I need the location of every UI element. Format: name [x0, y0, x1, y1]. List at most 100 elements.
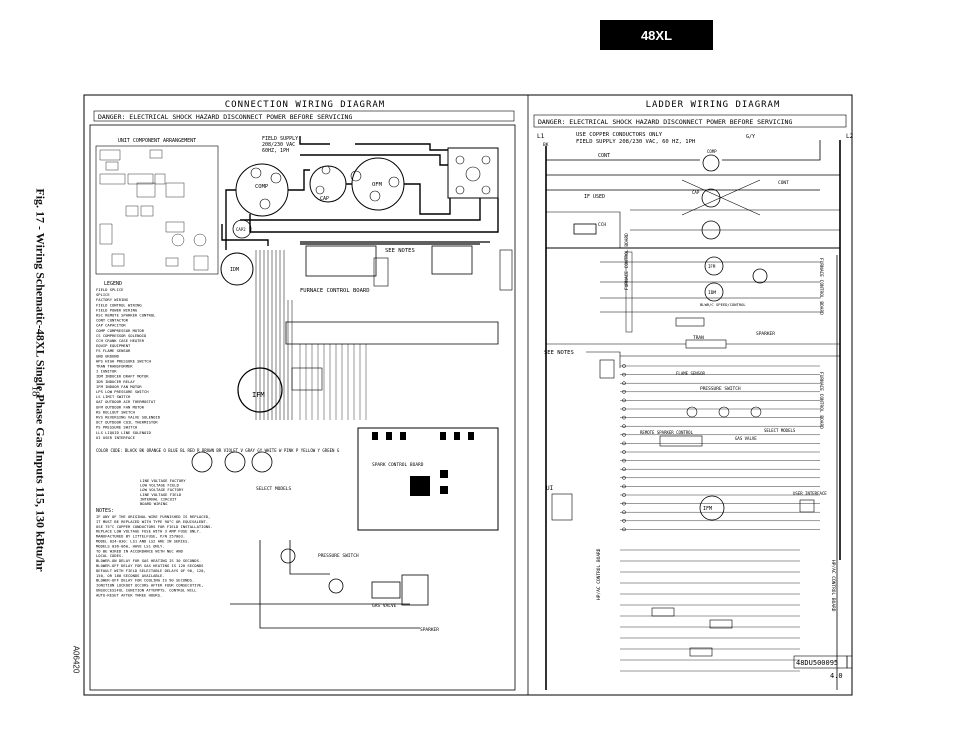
- unit-arrangement-box: [95, 145, 219, 275]
- ladder-furnace-board-right: FURNACE CONTROL BOARD: [818, 258, 824, 315]
- field-supply-voltage: 208/230 VAC: [262, 142, 295, 148]
- terminal-dot: [622, 398, 626, 403]
- voltage-legend-item: BOARD WIRING: [140, 501, 168, 506]
- part-number: 48DU500095: [796, 659, 838, 667]
- legend-item: IFM INDOOR FAN MOTOR: [96, 384, 142, 389]
- legend-item: I IGNITOR: [96, 369, 117, 374]
- ladder-furnace-board-left: FURNACE CONTROL BOARD: [624, 233, 630, 290]
- connection-danger: DANGER: ELECTRICAL SHOCK HAZARD DISCONNE…: [98, 113, 352, 121]
- voltage-legend-item: LINE VOLTAGE FACTORY: [140, 478, 186, 483]
- terminal-dot: [622, 467, 626, 472]
- note-line: 150, OR 180 SECONDS AVAILABLE.: [96, 573, 165, 578]
- ladder-hpac-board-right: HP/AC CONTROL BOARD: [830, 560, 836, 612]
- legend-item: RVS REVERSING VALVE SOLENOID: [96, 415, 161, 420]
- field-supply-hz: 60HZ, 1PH: [262, 148, 289, 154]
- note-line: BLOWER-ON DELAY FOR GAS HEATING IS 30 SE…: [96, 558, 201, 563]
- legend-item: TRAN TRANSFORMER: [96, 364, 133, 369]
- note-line: DEFAULT WITH FIELD SELECTABLE DELAYS OF …: [96, 568, 206, 573]
- legend-item: UI USER INTERFACE: [96, 435, 136, 440]
- connection-sparker: SPARKER: [420, 627, 439, 633]
- terminal-dot: [622, 501, 626, 506]
- ladder-comp-label: COMP: [707, 149, 717, 154]
- note-line: MODELS 036-060, HAVE LS1 ONLY.: [96, 543, 165, 548]
- color-code: COLOR CODE: BLACK BK ORANGE O BLUE BL RE…: [96, 448, 340, 453]
- legend-item: RS ROLLOUT SWITCH: [96, 409, 136, 414]
- voltage-legend-item: LOW VOLTAGE FACTORY: [140, 487, 184, 492]
- notes-list: IF ANY OF THE ORIGINAL WIRE FURNISHED IS…: [96, 514, 213, 597]
- legend-item: LLS LIQUID LINE SOLENOID: [96, 430, 152, 435]
- model-badge: 48XL: [600, 20, 713, 50]
- terminal-dot: [622, 510, 626, 515]
- connection-select-models: SELECT MODELS: [256, 486, 292, 492]
- ladder-ifm-label: IFM: [703, 506, 712, 512]
- terminal-dot: [622, 389, 626, 394]
- note-line: LOCAL CODES.: [96, 553, 123, 558]
- ladder-cont-top: CONT: [598, 153, 610, 159]
- note-line: BLOWER-OFF DELAY FOR COOLING IS 90 SECON…: [96, 578, 194, 583]
- ladder-field-supply: FIELD SUPPLY 208/230 VAC, 60 HZ, 1PH: [576, 139, 695, 145]
- legend-item: COMP COMPRESSOR MOTOR: [96, 328, 145, 333]
- terminal-dot: [622, 493, 626, 497]
- ladder-tran-label: TRAN: [693, 335, 704, 341]
- idm-label: IDM: [230, 267, 239, 273]
- voltage-legend-item: INTERNAL CIRCUIT: [140, 496, 177, 501]
- legend-item: FS FLAME SENSOR: [96, 348, 131, 353]
- ladder-if-used: IF USED: [584, 194, 605, 200]
- ladder-sparker-label: SPARKER: [756, 331, 775, 337]
- note-line: MANUFACTURED BY LITTELFUSE, P/N 257003.: [96, 534, 185, 539]
- voltage-legend-item: LOW VOLTAGE FIELD: [140, 483, 180, 488]
- legend-item: SPLICE: [96, 292, 110, 297]
- ladder-blower-note: BLWR/C SPEED/CONTROL: [700, 302, 746, 307]
- legend-item: LPS LOW PRESSURE SWITCH: [96, 389, 149, 394]
- cap2-symbol: [232, 219, 252, 239]
- legend-title: LEGEND: [104, 281, 122, 287]
- legend-item: EQUIP EQUIPMENT: [96, 343, 131, 348]
- compressor-label: COMP: [255, 184, 269, 190]
- ladder-select-models: SELECT MODELS: [764, 428, 796, 433]
- connection-wiring-diagram: CONNECTION WIRING DIAGRAM DANGER: ELECTR…: [89, 100, 516, 691]
- ladder-l1: L1: [537, 133, 545, 140]
- ladder-danger: DANGER: ELECTRICAL SHOCK HAZARD DISCONNE…: [538, 118, 792, 126]
- idm-symbol: [220, 252, 254, 286]
- legend-item: IDR INDUCER RELAY: [96, 379, 136, 384]
- legend-item: OAT OUTDOOR AIR THERMOSTAT: [96, 399, 156, 404]
- notes-title: NOTES:: [96, 508, 114, 514]
- legend-item: GND GROUND: [96, 353, 120, 358]
- note-line: IF ANY OF THE ORIGINAL WIRE FURNISHED IS…: [96, 514, 210, 519]
- legend-item: OCT OUTDOOR COIL THERMISTOR: [96, 420, 158, 425]
- spark-control-board: [357, 427, 499, 531]
- ladder-cch-label: CCH: [598, 222, 606, 228]
- note-line: REPLACE LOW VOLTAGE FUSE WITH 3 AMP FUSE…: [96, 529, 201, 534]
- legend-item: HPS HIGH PRESSURE SWITCH: [96, 358, 152, 363]
- ladder-ui-label: UI: [546, 485, 554, 492]
- ladder-bk: BK: [543, 142, 549, 148]
- legend-item: LS LIMIT SWITCH: [96, 394, 131, 399]
- legend-item: CONT CONTACTOR: [96, 318, 129, 323]
- connection-title: CONNECTION WIRING DIAGRAM: [225, 100, 385, 110]
- voltage-legend-item: LINE VOLTAGE FIELD: [140, 492, 182, 497]
- ladder-user-interface: USER INTERFACE: [793, 491, 827, 496]
- gas-valve-symbol: [371, 581, 401, 599]
- connection-gas-valve: GAS VALVE: [372, 603, 397, 609]
- legend-item: IDM INDUCER DRAFT MOTOR: [96, 374, 149, 379]
- ladder-furnace-board-lower: FURNACE CONTROL BOARD: [818, 372, 824, 429]
- note-line: MODEL 024-030: LS1 AND LS2 ARE IN SERIES…: [96, 539, 190, 544]
- ifm-symbol: [237, 367, 283, 413]
- legend-item: OFM OUTDOOR FAN MOTOR: [96, 404, 145, 409]
- connection-see-notes: SEE NOTES: [385, 248, 415, 254]
- ladder-gas-valve: GAS VALVE: [735, 436, 757, 441]
- terminal-dot: [622, 381, 626, 386]
- ladder-copper-note: USE COPPER CONDUCTORS ONLY: [576, 132, 663, 138]
- terminal-dot: [622, 415, 626, 420]
- note-line: USE 75°C COPPER CONDUCTORS FOR FIELD INS…: [96, 524, 213, 529]
- note-line: UNSUCCESSFUL IGNITION ATTEMPTS. CONTROL …: [96, 588, 197, 593]
- legend-item: FIELD POWER WIRING: [96, 307, 138, 312]
- ladder-gy: G/Y: [746, 134, 755, 140]
- terminal-dot: [622, 527, 626, 532]
- ofm-label: OFM: [372, 182, 383, 188]
- terminal-dot: [622, 450, 626, 454]
- terminal-dot: [622, 458, 626, 463]
